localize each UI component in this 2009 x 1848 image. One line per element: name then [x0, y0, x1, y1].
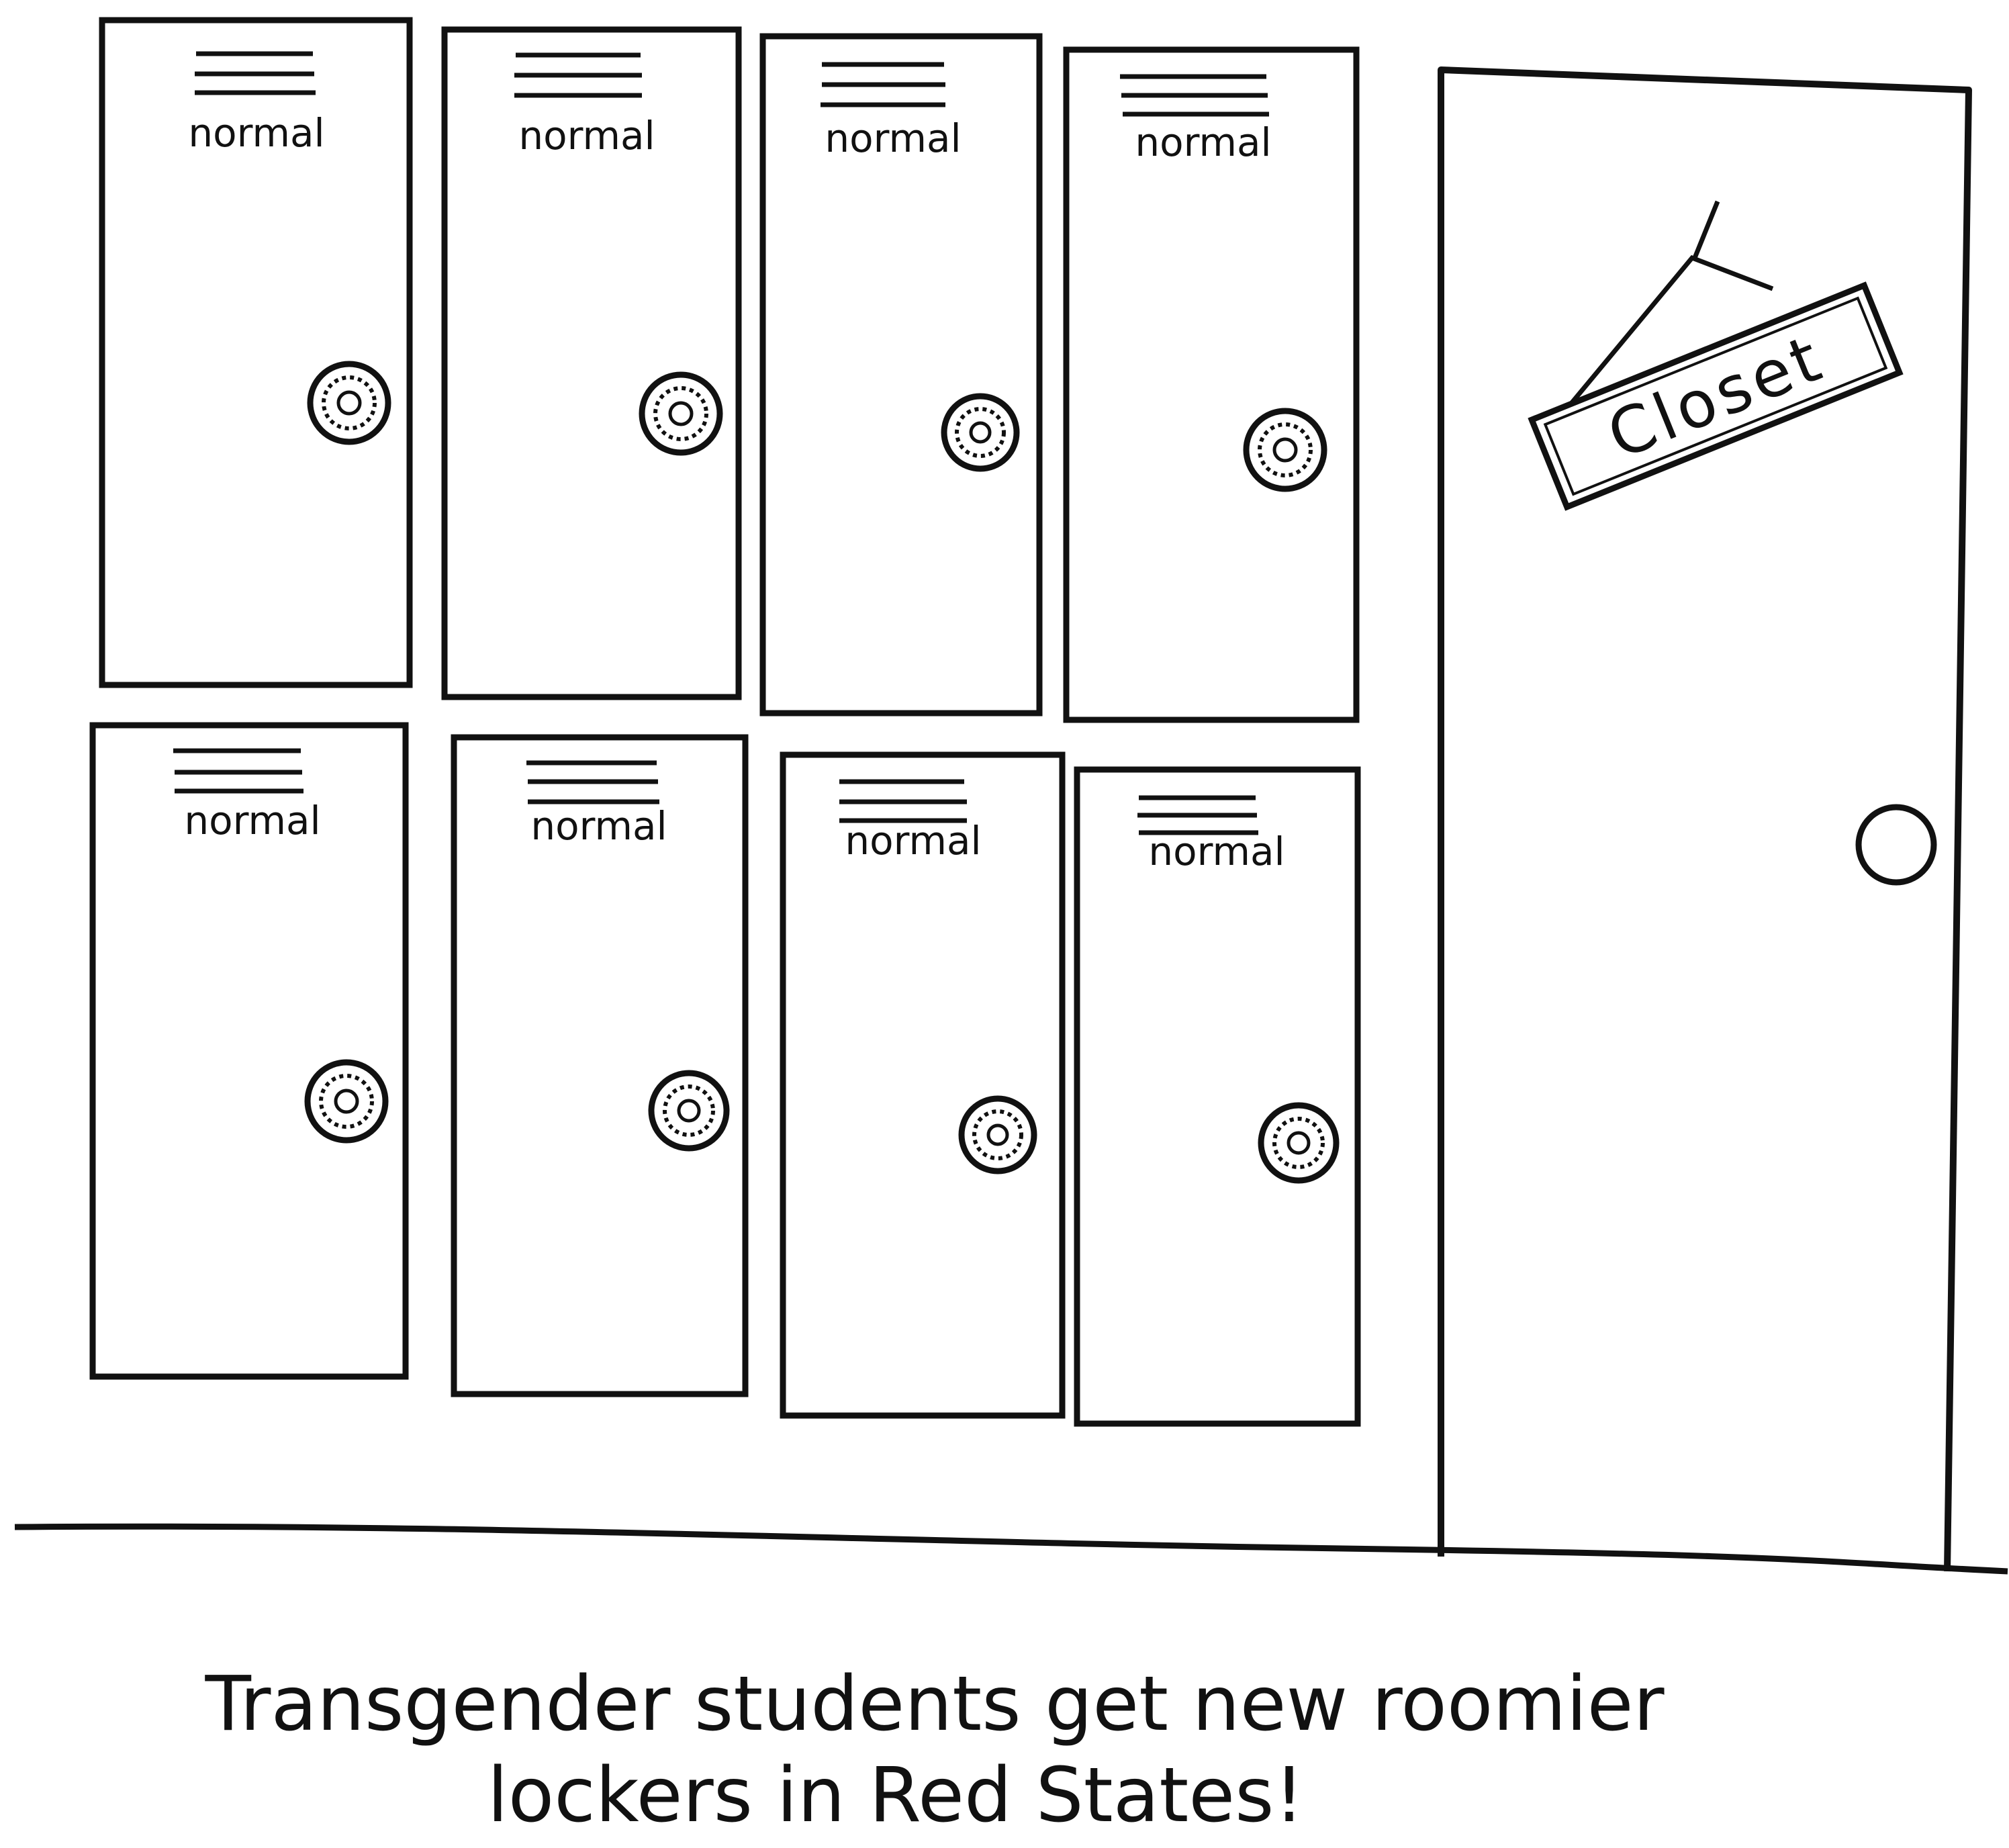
locker-label: normal: [184, 798, 320, 843]
combination-lock-icon: [304, 1059, 389, 1144]
locker-8: normal: [1074, 766, 1361, 1427]
combination-lock-icon: [307, 361, 391, 445]
locker-label: normal: [1148, 829, 1284, 874]
locker-label: normal: [530, 803, 667, 849]
combination-lock-icon: [639, 371, 723, 456]
locker-label: normal: [518, 113, 655, 158]
combination-lock-icon: [1243, 408, 1327, 492]
locker-5: normal: [89, 722, 409, 1380]
locker-3: normal: [759, 33, 1043, 717]
vent-lines: [821, 62, 945, 107]
vent-lines: [173, 748, 303, 794]
locker-4: normal: [1063, 46, 1360, 723]
combination-lock-icon: [941, 393, 1020, 472]
locker-label: normal: [188, 110, 324, 156]
closet-sign: Closet: [1528, 200, 1904, 511]
vent-lines: [1120, 74, 1269, 117]
locker-label: normal: [825, 116, 961, 161]
locker-label: normal: [845, 818, 981, 864]
vent-lines: [1137, 795, 1258, 835]
vent-lines: [514, 52, 642, 98]
locker-label: normal: [1135, 120, 1271, 165]
caption-line-1: Transgender students get new roomier: [204, 1661, 1665, 1748]
closet-door: Closet: [1438, 66, 1972, 1572]
vent-lines: [839, 779, 967, 823]
combination-lock-icon: [1258, 1102, 1340, 1184]
vent-lines: [526, 760, 659, 804]
locker-7: normal: [780, 751, 1066, 1419]
locker-1: normal: [99, 17, 413, 688]
caption: Transgender students get new roomier loc…: [204, 1661, 1665, 1839]
locker-2: normal: [441, 26, 742, 700]
vent-lines: [195, 51, 316, 95]
combination-lock-icon: [648, 1070, 730, 1152]
caption-line-2: lockers in Red States!: [487, 1752, 1305, 1839]
door-knob: [1855, 804, 1937, 886]
combination-lock-icon: [958, 1095, 1037, 1174]
floor-line: [14, 1523, 2008, 1575]
locker-6: normal: [451, 734, 749, 1397]
